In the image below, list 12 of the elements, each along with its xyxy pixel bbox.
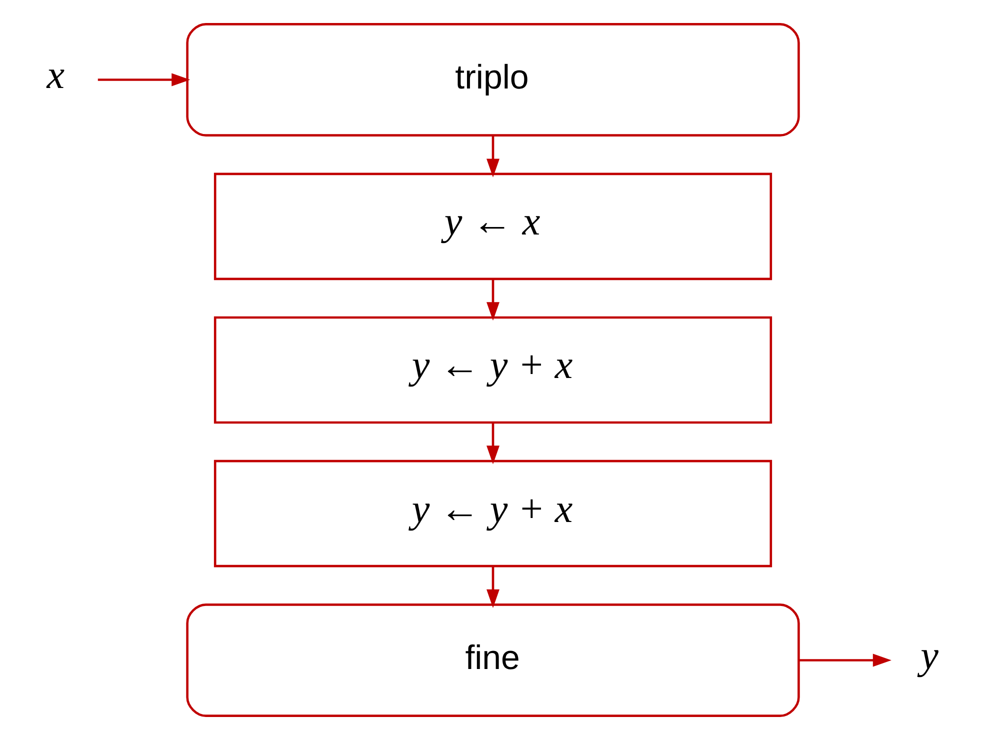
node-box: triplo [186, 22, 800, 136]
node-text: x [46, 51, 65, 96]
arrow [98, 72, 190, 86]
node-box: fine [186, 603, 800, 716]
arrow [486, 422, 500, 464]
arrow [798, 653, 892, 666]
node-box: y ← x [214, 172, 772, 280]
node-box: y ← y + x [214, 459, 772, 567]
arrow [486, 135, 500, 177]
arrow [486, 566, 500, 608]
node-box: y ← y + x [214, 316, 772, 424]
arrow [486, 278, 500, 320]
